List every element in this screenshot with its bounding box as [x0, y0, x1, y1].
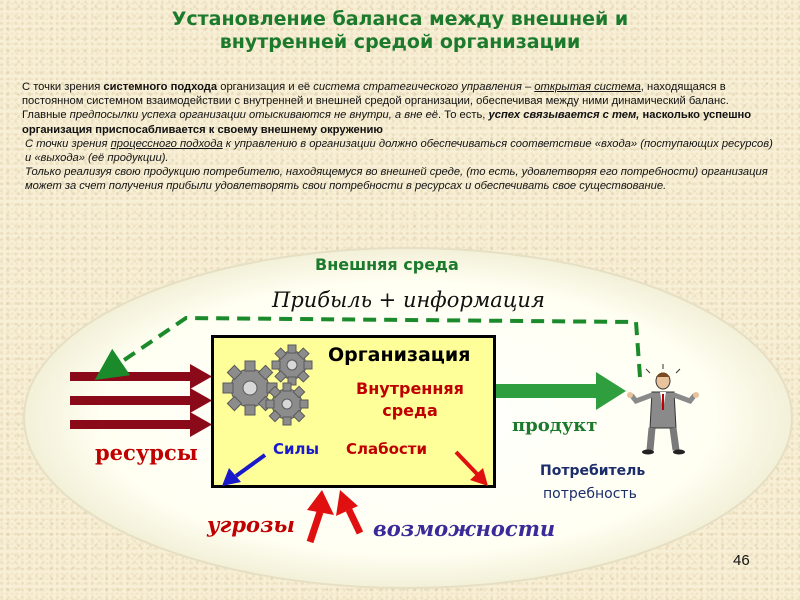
external-environment-label: Внешняя среда [315, 255, 459, 274]
need-label: потребность [543, 486, 637, 502]
opportunities-label: возможности [373, 516, 556, 541]
product-arrow [496, 372, 626, 410]
profit-info-label: Прибыль + информация [272, 288, 545, 312]
paragraph-realization: Только реализуя свою продукцию потребите… [25, 166, 768, 193]
organization-label: Организация [328, 344, 471, 366]
paragraph-systems-approach: С точки зрения системного подхода органи… [22, 81, 729, 108]
title-line-2: внутренней средой организации [219, 31, 581, 53]
weaknesses-label: Слабости [346, 440, 427, 458]
strengths-label: Силы [273, 440, 320, 458]
profit-info-dashed-arrow [94, 315, 642, 380]
consumer-label: Потребитель [540, 463, 646, 479]
resources-label: ресурсы [95, 440, 198, 465]
paragraph-success-preconditions: Главные предпосылки успеха организации о… [22, 109, 752, 136]
businessman-icon [627, 364, 699, 455]
resource-arrow-1 [70, 364, 212, 389]
internal-environment-label: Внутренняя среда [356, 379, 464, 420]
strength-arrow [222, 453, 267, 486]
page-number: 46 [733, 552, 750, 569]
paragraph-process-approach: С точки зрения процессного подхода к упр… [25, 137, 773, 165]
opportunity-arrow [336, 490, 364, 535]
body-text: С точки зрения системного подхода органи… [22, 80, 782, 194]
organization-box [211, 335, 496, 488]
threat-arrow [306, 490, 334, 544]
weakness-arrow [454, 450, 488, 486]
slide-title: Установление баланса между внешней и вну… [0, 8, 800, 54]
product-label: продукт [512, 415, 598, 436]
gears-icon [222, 344, 313, 426]
resource-arrow-2 [70, 388, 212, 413]
resource-arrow-3 [70, 412, 212, 437]
threats-label: угрозы [207, 512, 295, 537]
title-line-1: Установление баланса между внешней и [171, 8, 629, 30]
resource-arrows [70, 364, 212, 437]
